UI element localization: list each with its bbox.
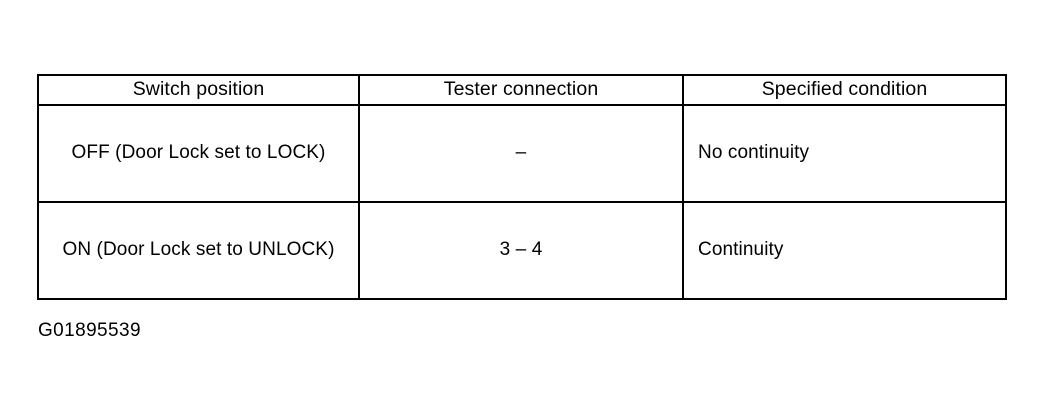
cell-tester-connection-off: – [358,103,684,203]
cell-tester-connection-on: 3 – 4 [358,200,684,301]
table-row: OFF (Door Lock set to LOCK) – No continu… [37,103,1007,203]
table-header-row: Switch position Tester connection Specif… [37,74,1007,106]
specification-table: Switch position Tester connection Specif… [37,74,1007,301]
figure-id-caption: G01895539 [38,320,141,341]
table-row: ON (Door Lock set to UNLOCK) 3 – 4 Conti… [37,200,1007,301]
column-header-specified-condition: Specified condition [682,74,1007,106]
switch-position-value: ON (Door Lock set to UNLOCK) [62,238,335,260]
switch-position-value: OFF (Door Lock set to LOCK) [71,141,326,163]
specified-condition-value: Continuity [698,238,784,260]
column-header-tester-connection-label: Tester connection [443,78,599,100]
specified-condition-value: No continuity [698,141,810,163]
column-header-switch-position-label: Switch position [132,78,265,100]
cell-specified-condition-off: No continuity [682,103,1007,203]
column-header-tester-connection: Tester connection [358,74,684,106]
cell-switch-position-on: ON (Door Lock set to UNLOCK) [37,200,360,301]
tester-connection-value: 3 – 4 [499,238,543,260]
column-header-switch-position: Switch position [37,74,360,106]
cell-switch-position-off: OFF (Door Lock set to LOCK) [37,103,360,203]
column-header-specified-condition-label: Specified condition [761,78,928,100]
tester-connection-value: – [515,141,527,163]
cell-specified-condition-on: Continuity [682,200,1007,301]
